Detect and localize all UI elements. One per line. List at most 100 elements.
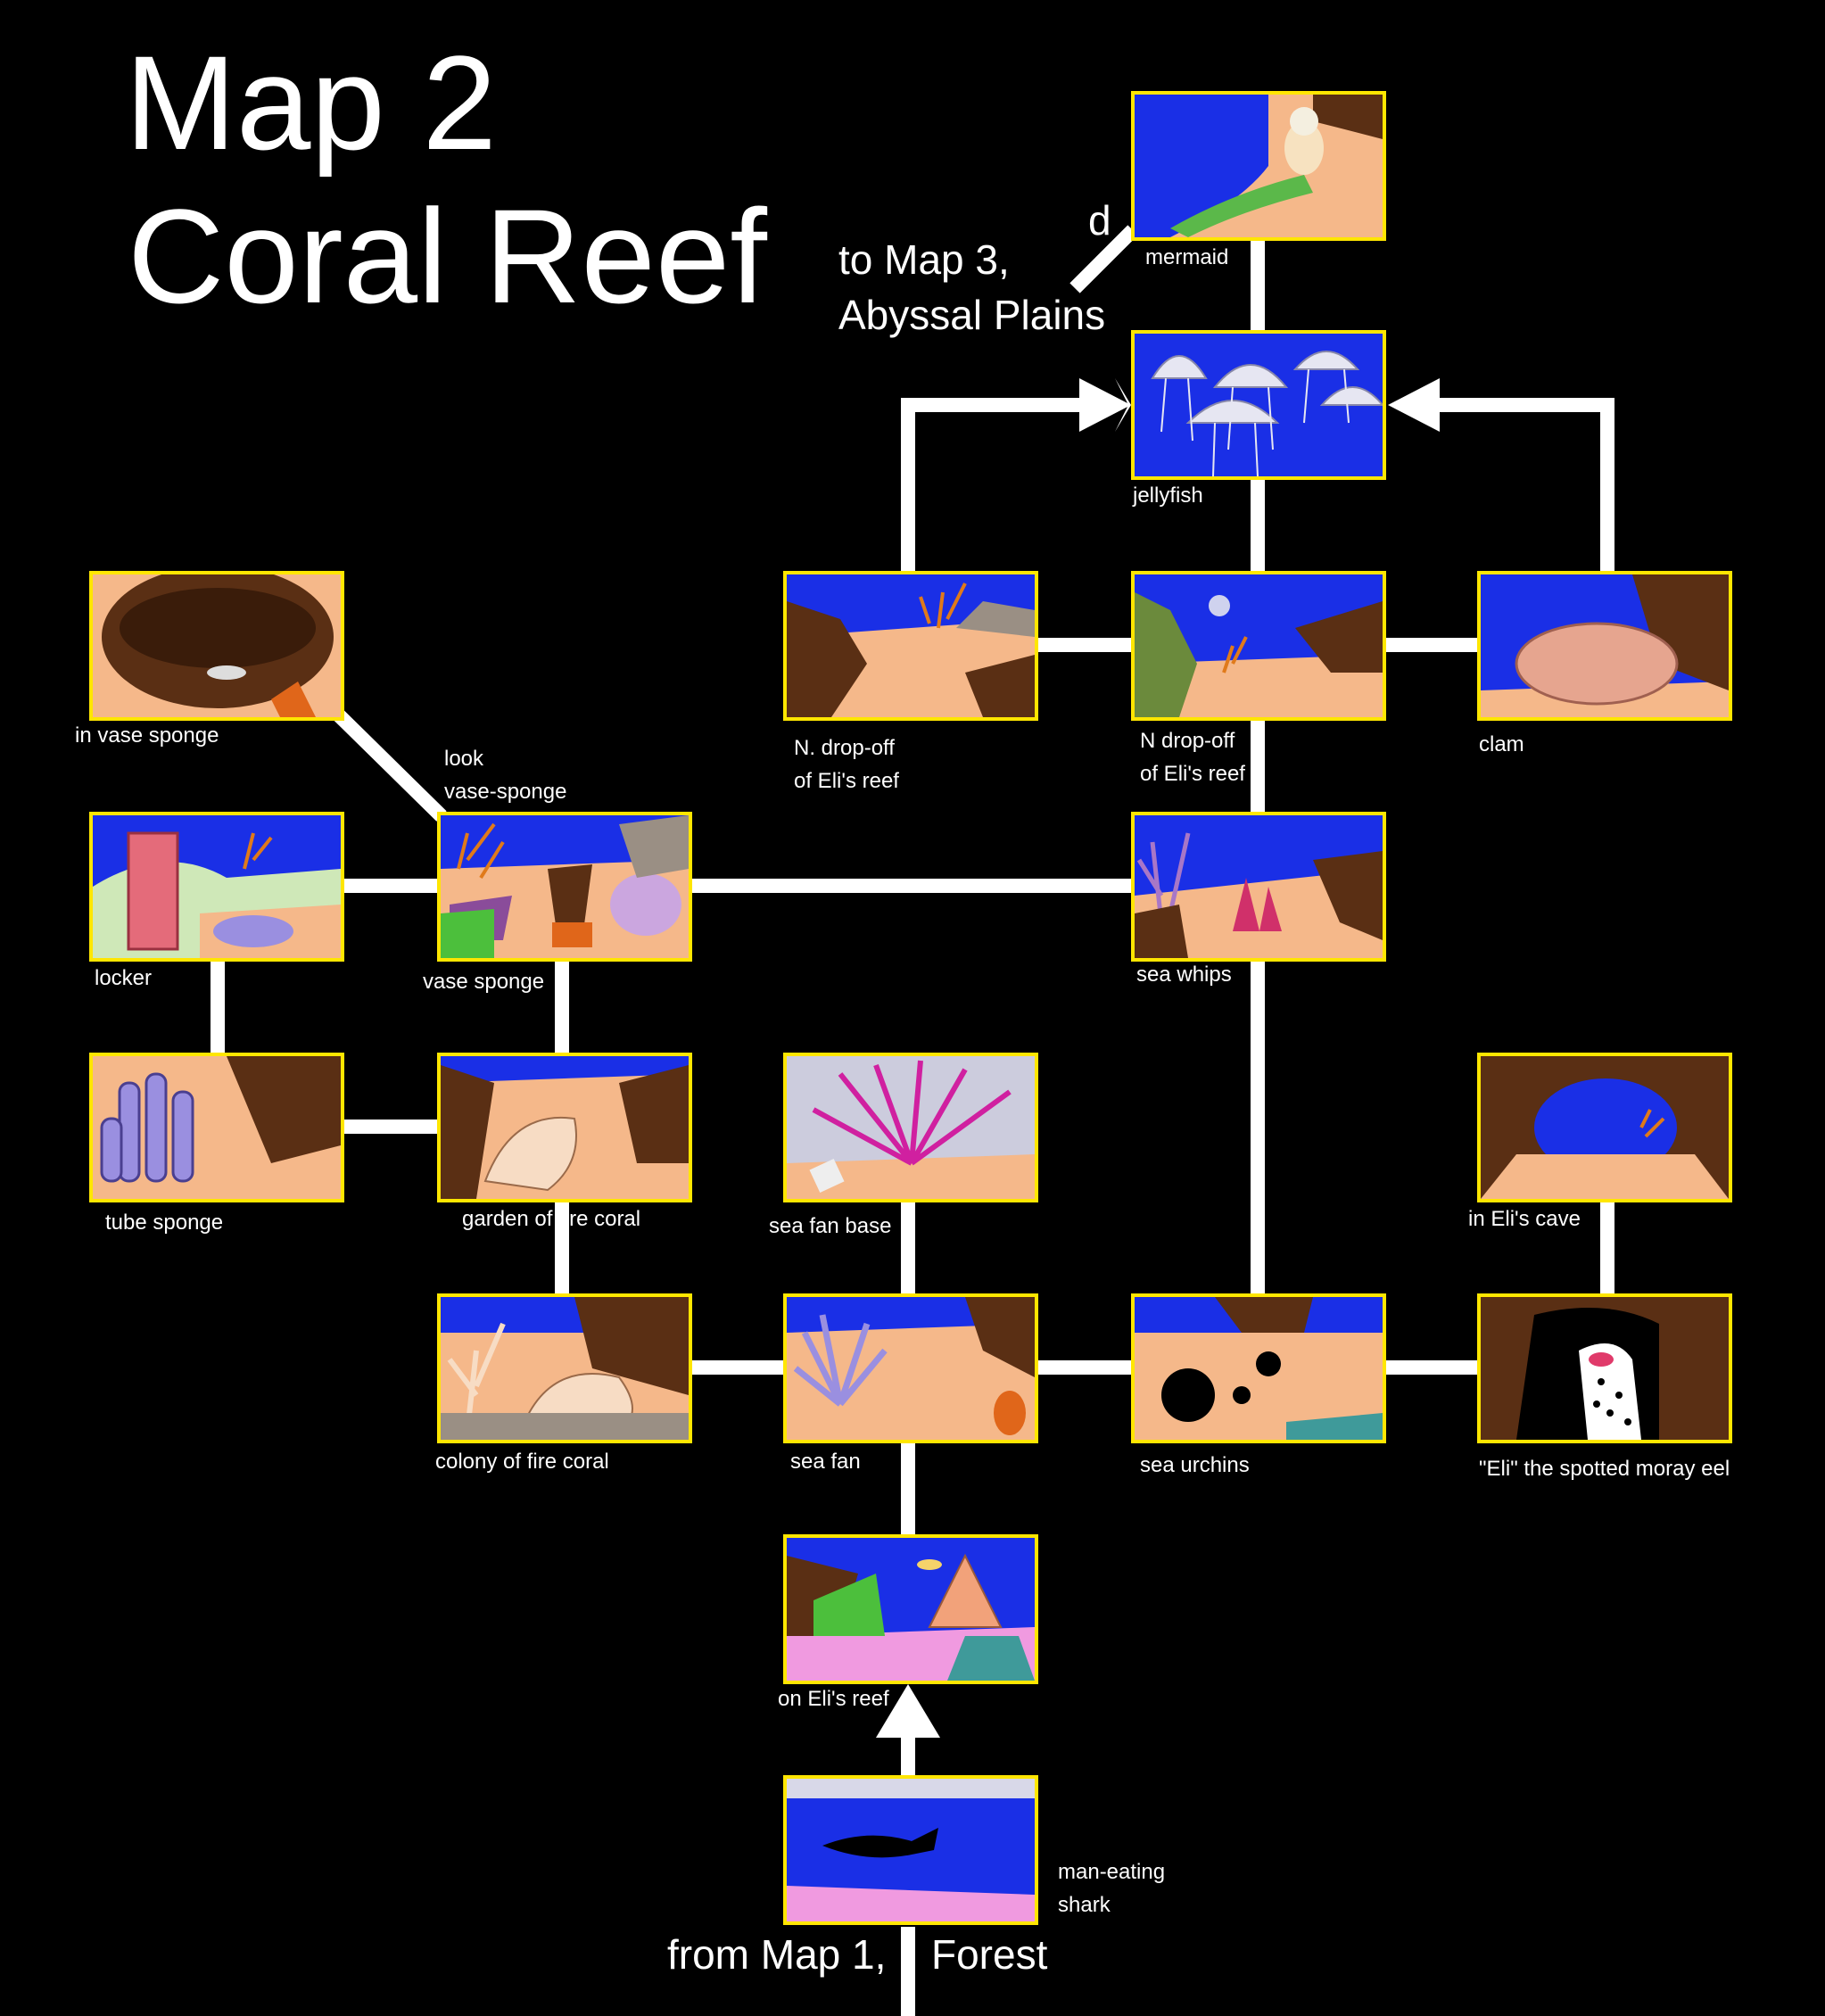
room-thumbnail bbox=[1481, 1056, 1729, 1199]
room-vase-sponge[interactable] bbox=[437, 812, 692, 962]
path-locker-tube bbox=[211, 960, 225, 1053]
room-label-n-drop-off: N drop-off of Eli's reef bbox=[1140, 724, 1245, 790]
room-in-vase-sponge[interactable] bbox=[89, 571, 344, 721]
path-vase-seawhips bbox=[692, 879, 1131, 893]
path-vase-garden bbox=[555, 960, 569, 1053]
path-garden-colony bbox=[555, 1201, 569, 1293]
exit-up-marker: d bbox=[1088, 197, 1111, 244]
room-label-line: in vase sponge bbox=[75, 723, 219, 748]
room-thumbnail bbox=[441, 1056, 689, 1199]
room-thumbnail bbox=[1135, 815, 1383, 958]
path-ndropwest-ndrop bbox=[1038, 638, 1131, 652]
room-clam[interactable] bbox=[1477, 571, 1732, 721]
room-label-locker: locker bbox=[95, 962, 152, 995]
room-label-line: tube sponge bbox=[105, 1210, 224, 1235]
map-title-line2: Coral Reef bbox=[128, 181, 767, 331]
room-thumbnail bbox=[441, 815, 689, 958]
room-eli-moray[interactable] bbox=[1477, 1293, 1732, 1443]
room-thumbnail bbox=[93, 574, 341, 717]
room-label-line: of Eli's reef bbox=[1140, 762, 1245, 786]
room-thumbnail bbox=[441, 1297, 689, 1440]
room-label-in-vase-sponge: in vase sponge bbox=[75, 719, 219, 752]
path-left-loop-horizontal bbox=[901, 398, 1115, 412]
room-on-elis-reef[interactable] bbox=[783, 1534, 1038, 1684]
room-label-line: garden of fire coral bbox=[462, 1207, 641, 1231]
room-label-line: man-eating bbox=[1058, 1860, 1166, 1884]
room-in-elis-cave[interactable] bbox=[1477, 1053, 1732, 1202]
path-ndrop-seawhips bbox=[1251, 721, 1265, 814]
room-label-line: jellyfish bbox=[1133, 483, 1203, 508]
room-label-line: sea urchins bbox=[1140, 1453, 1250, 1477]
path-seafanbase-seafan bbox=[901, 1201, 915, 1293]
path-onreef-shark bbox=[901, 1732, 915, 1777]
room-jellyfish[interactable] bbox=[1131, 330, 1386, 480]
room-label-n-drop-off-west: N. drop-off of Eli's reef bbox=[794, 731, 899, 797]
room-label-clam: clam bbox=[1479, 728, 1524, 761]
room-label-in-elis-cave: in Eli's cave bbox=[1468, 1202, 1581, 1235]
room-label-line: on Eli's reef bbox=[778, 1687, 889, 1711]
room-label-garden-fire-coral: garden of fire coral bbox=[462, 1202, 640, 1235]
room-tube-sponge[interactable] bbox=[89, 1053, 344, 1202]
map-title-line1: Map 2 bbox=[125, 28, 497, 178]
room-label-line: N. drop-off bbox=[794, 736, 895, 760]
room-label-line: mermaid bbox=[1145, 245, 1229, 269]
room-sea-urchins[interactable] bbox=[1131, 1293, 1386, 1443]
path-locker-vase bbox=[344, 879, 439, 893]
room-n-drop-off[interactable] bbox=[1131, 571, 1386, 721]
room-locker[interactable] bbox=[89, 812, 344, 962]
path-colony-seafan bbox=[692, 1360, 785, 1375]
arrow-into-onreef bbox=[876, 1684, 940, 1738]
room-label-man-eating-shark: man-eating shark bbox=[1058, 1855, 1165, 1921]
path-tube-garden bbox=[344, 1120, 439, 1134]
action-label-line: look bbox=[444, 747, 484, 771]
room-colony-fire-coral[interactable] bbox=[437, 1293, 692, 1443]
room-thumbnail bbox=[1135, 574, 1383, 717]
room-label-vase-sponge: vase sponge bbox=[423, 965, 544, 998]
room-n-drop-off-west[interactable] bbox=[783, 571, 1038, 721]
room-thumbnail bbox=[1135, 1297, 1383, 1440]
room-thumbnail bbox=[1135, 334, 1383, 476]
path-seawhips-urchins bbox=[1251, 960, 1265, 1293]
path-exit-up bbox=[1069, 225, 1138, 293]
path-seafan-urchins bbox=[1038, 1360, 1131, 1375]
path-ndrop-clam bbox=[1386, 638, 1479, 652]
room-mermaid[interactable] bbox=[1131, 91, 1386, 241]
exit-up-line1: to Map 3, bbox=[838, 236, 1010, 283]
room-label-line: shark bbox=[1058, 1893, 1111, 1917]
room-thumbnail bbox=[787, 1056, 1035, 1199]
room-label-line: in Eli's cave bbox=[1468, 1207, 1581, 1231]
path-seafan-onreef bbox=[901, 1442, 915, 1534]
room-label-line: N drop-off bbox=[1140, 729, 1235, 753]
room-garden-fire-coral[interactable] bbox=[437, 1053, 692, 1202]
room-thumbnail bbox=[787, 1779, 1035, 1921]
room-label-line: sea fan base bbox=[769, 1214, 892, 1238]
room-label-mermaid: mermaid bbox=[1145, 241, 1228, 274]
room-label-sea-urchins: sea urchins bbox=[1140, 1449, 1250, 1482]
room-man-eating-shark[interactable] bbox=[783, 1775, 1038, 1925]
room-thumbnail bbox=[93, 815, 341, 958]
room-label-sea-fan-base: sea fan base bbox=[769, 1210, 891, 1243]
room-thumbnail bbox=[1135, 95, 1383, 237]
room-label-line: vase sponge bbox=[423, 970, 545, 994]
room-sea-whips[interactable] bbox=[1131, 812, 1386, 962]
room-label-line: sea fan bbox=[790, 1450, 861, 1474]
room-label-line: of Eli's reef bbox=[794, 769, 899, 793]
path-cave-eel bbox=[1600, 1201, 1614, 1293]
room-label-line: locker bbox=[95, 966, 153, 990]
arrow-into-jellyfish-right-head bbox=[1388, 378, 1440, 432]
room-label-sea-fan: sea fan bbox=[790, 1445, 861, 1478]
room-sea-fan[interactable] bbox=[783, 1293, 1038, 1443]
room-sea-fan-base[interactable] bbox=[783, 1053, 1038, 1202]
room-label-sea-whips: sea whips bbox=[1136, 958, 1232, 991]
room-label-on-elis-reef: on Eli's reef bbox=[778, 1682, 889, 1715]
exit-down-line1: from Map 1, bbox=[667, 1931, 887, 1978]
path-left-loop-vertical bbox=[901, 398, 915, 573]
exit-down-line2: Forest bbox=[931, 1931, 1048, 1978]
room-label-eli-moray: "Eli" the spotted moray eel bbox=[1479, 1452, 1730, 1485]
room-thumbnail bbox=[1481, 1297, 1729, 1440]
room-thumbnail bbox=[787, 574, 1035, 717]
room-thumbnail bbox=[787, 1538, 1035, 1681]
path-right-loop-horizontal bbox=[1415, 398, 1614, 412]
